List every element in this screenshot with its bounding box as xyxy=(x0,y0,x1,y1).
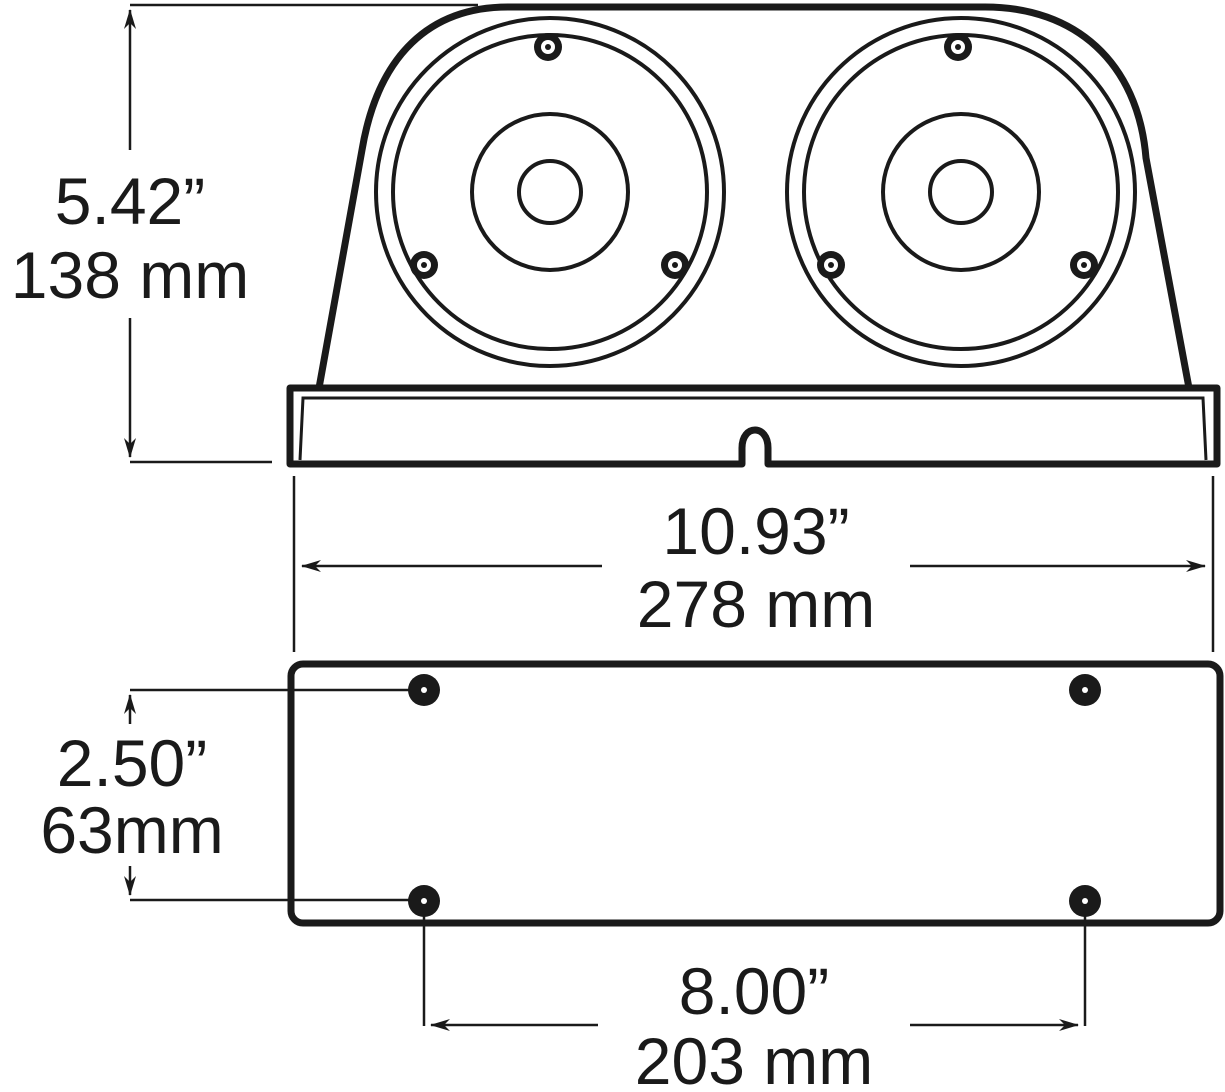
base-inner-line xyxy=(298,396,1208,461)
housing-base xyxy=(286,384,1221,468)
mounting-hole-icon xyxy=(1069,674,1101,706)
lamp-left-center-ring xyxy=(470,112,630,272)
lamp-right-center xyxy=(928,159,994,225)
lamp-right-outer-ring xyxy=(785,16,1137,368)
spacing-imperial-label: 8.00” xyxy=(679,954,829,1028)
mounting-hole-icon xyxy=(1069,885,1101,917)
mount-height-imperial-label: 2.50” xyxy=(57,726,207,800)
screw-icon xyxy=(534,33,562,61)
front-view xyxy=(286,3,1221,468)
lamp-right-center-ring xyxy=(881,112,1041,272)
lamp-right xyxy=(785,16,1137,368)
housing-outline xyxy=(315,3,1193,389)
width-metric-label: 278 mm xyxy=(637,567,875,641)
screw-icon xyxy=(944,33,972,61)
lamp-left xyxy=(374,16,726,368)
height-metric-label: 138 mm xyxy=(11,238,249,312)
lamp-left-outer-ring xyxy=(374,16,726,368)
lamp-left-center xyxy=(517,159,583,225)
screw-icon xyxy=(1070,251,1098,279)
mounting-hole-icon xyxy=(408,674,440,706)
mounting-plate xyxy=(287,660,1224,927)
lamp-right-lens-ring xyxy=(802,33,1120,351)
width-imperial-label: 10.93” xyxy=(662,494,849,568)
bottom-view xyxy=(287,660,1224,927)
height-dimension: 5.42” 138 mm xyxy=(11,3,478,464)
screw-icon xyxy=(661,251,689,279)
height-imperial-label: 5.42” xyxy=(55,164,205,238)
mount-height-metric-label: 63mm xyxy=(40,793,223,867)
width-dimension: 10.93” 278 mm xyxy=(292,476,1215,652)
spacing-metric-label: 203 mm xyxy=(635,1024,873,1092)
mounting-hole-icon xyxy=(408,885,440,917)
mount-height-dimension: 2.50” 63mm xyxy=(40,688,420,902)
screw-icon xyxy=(817,251,845,279)
screw-icon xyxy=(410,251,438,279)
lamp-left-lens-ring xyxy=(391,33,709,351)
mount-spacing-dimension: 8.00” 203 mm xyxy=(422,912,1087,1092)
